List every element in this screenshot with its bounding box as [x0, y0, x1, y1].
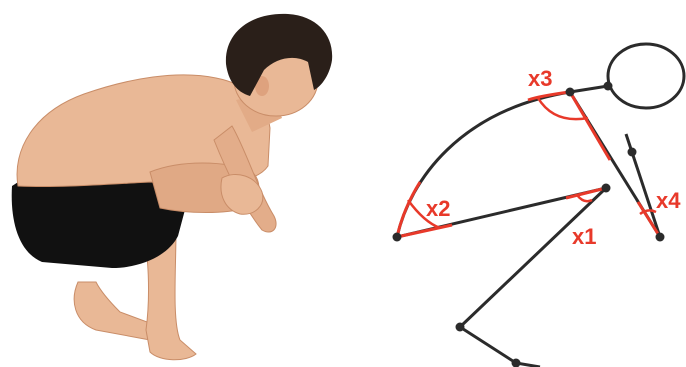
- stick-figure-angle-diagram: x1 x2 x3 x4: [340, 0, 686, 367]
- joint-head: [604, 82, 613, 91]
- angle-label-x3: x3: [528, 66, 552, 91]
- joint-hip: [393, 233, 402, 242]
- accent-x3-arm: [570, 92, 610, 160]
- foot-segment: [460, 327, 540, 367]
- joint-knee: [602, 184, 611, 193]
- head-outline: [608, 44, 684, 108]
- crouching-person-photo: [0, 0, 340, 367]
- neck-segment: [570, 86, 608, 92]
- angle-label-x4: x4: [656, 188, 681, 213]
- joint-hand: [656, 233, 665, 242]
- joint-ankle: [456, 323, 465, 332]
- joint-elbow: [628, 148, 637, 157]
- skeleton-diagram-svg: x1 x2 x3 x4: [340, 0, 686, 367]
- angle-label-x2: x2: [426, 196, 450, 221]
- angle-label-x1: x1: [572, 224, 596, 249]
- joint-shoulder: [566, 88, 575, 97]
- crouching-person-illustration: [0, 0, 340, 367]
- shin-segment: [460, 188, 606, 327]
- accent-x2-thigh: [397, 225, 452, 237]
- accent-x3-spine: [528, 92, 570, 100]
